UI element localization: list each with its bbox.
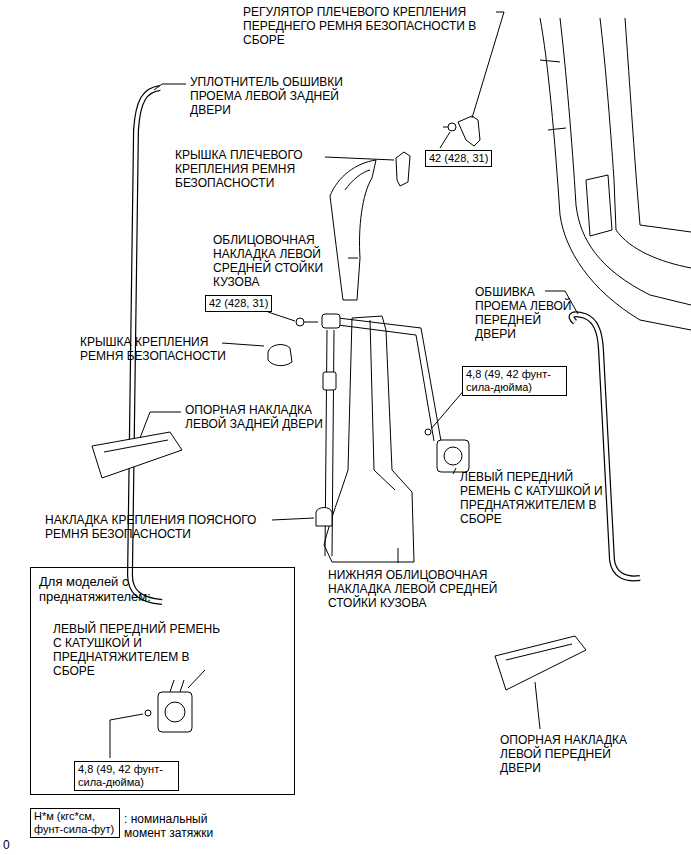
part-label: НИЖНЯЯ ОБЛИЦОВОЧНАЯ НАКЛАДКА ЛЕВОЙ СРЕДН… [328, 568, 523, 610]
leader-line [535, 682, 540, 729]
cover-part [268, 345, 292, 366]
figure-number: 0 [3, 838, 23, 852]
pillar-trim [330, 160, 376, 300]
bolt [145, 710, 151, 716]
inset-heading: Для моделей с преднатяжителем: [39, 574, 209, 604]
part-label: ЛЕВЫЙ ПЕРЕДНИЙ РЕМЕНЬ С КАТУШКОЙ И ПРЕДН… [53, 622, 231, 678]
part-label: РЕГУЛЯТОР ПЛЕЧЕВОГО КРЕПЛЕНИЯ ПЕРЕДНЕГО … [243, 5, 488, 47]
belt-anchor [322, 314, 340, 328]
retractor [437, 440, 469, 472]
leader-line [348, 258, 358, 259]
bolt [296, 318, 304, 326]
body-line [625, 18, 691, 232]
scuff-plate [495, 636, 586, 690]
part-label: КРЫШКА КРЕПЛЕНИЯ РЕМНЯ БЕЗОПАСНОСТИ [80, 335, 245, 363]
part-label: УПЛОТНИТЕЛЬ ОБШИВКИ ПРОЕМА ЛЕВОЙ ЗАДНЕЙ … [190, 75, 360, 117]
leader-line [140, 412, 181, 438]
retractor [444, 447, 462, 465]
body-line [600, 18, 691, 268]
inset-box: Для моделей с преднатяжителем: ЛЕВЫЙ ПЕРЕ… [30, 567, 295, 795]
body-line [540, 18, 691, 330]
part-label: ЛЕВЫЙ ПЕРЕДНИЙ РЕМЕНЬ С КАТУШКОЙ И ПРЕДН… [460, 470, 620, 526]
part-label: КРЫШКА ПЛЕЧЕВОГО КРЕПЛЕНИЯ РЕМНЯ БЕЗОПАС… [175, 148, 320, 190]
leader-line [431, 388, 466, 429]
torque-box: 4,8 (49, 42 фунт-сила-дюйма) [74, 761, 179, 791]
legend-note: : номинальный момент затяжки [124, 812, 244, 840]
torque-value: 42 (428, 31) [209, 297, 268, 310]
torque-box: 42 (428, 31) [425, 150, 492, 167]
leader-line [272, 518, 314, 520]
body-line [540, 60, 566, 130]
torque-value: 42 (428, 31) [429, 152, 488, 165]
torque-value: 4,8 (49, 42 фунт-сила-дюйма) [466, 368, 563, 394]
leader-line [154, 84, 186, 90]
part-label: ОБШИВКА ПРОЕМА ЛЕВОЙ ПЕРЕДНЕЙ ДВЕРИ [475, 285, 575, 341]
bolt [425, 429, 431, 435]
bolt [443, 127, 448, 128]
scuff-plate [92, 432, 182, 478]
leader-line [110, 714, 143, 758]
leader-line [398, 548, 399, 563]
pillar-trim [345, 170, 370, 190]
torque-box: 42 (428, 31) [205, 295, 272, 312]
bolt [448, 123, 456, 131]
pillar-trim [370, 320, 395, 490]
cover-part [396, 152, 410, 186]
scuff-plate [506, 644, 572, 660]
leader-line [325, 157, 394, 160]
adjuster-part [458, 116, 480, 146]
torque-value: 4,8 (49, 42 фунт-сила-дюйма) [78, 763, 175, 789]
part-label: ОБЛИЦОВОЧНАЯ НАКЛАДКА ЛЕВОЙ СРЕДНЕЙ СТОЙ… [213, 233, 343, 289]
legend-box: Н*м (кгс*см, фунт-сила-фут) [30, 808, 120, 838]
body-bracket [586, 175, 612, 236]
belt-webbing [170, 680, 184, 692]
retractor [158, 692, 192, 732]
leader-line [472, 12, 504, 118]
leader-line [222, 343, 264, 346]
leader-line [440, 132, 450, 148]
part-label: ОПОРНАЯ НАКЛАДКА ЛЕВОЙ ЗАДНЕЙ ДВЕРИ [185, 403, 330, 431]
leader-line [453, 468, 456, 474]
belt-webbing [338, 318, 441, 441]
bolt [304, 322, 318, 323]
torque-box: 4,8 (49, 42 фунт-сила-дюйма) [462, 366, 567, 396]
leader-line [188, 670, 205, 688]
pillar-trim [324, 316, 414, 562]
belt-tongue [323, 372, 336, 390]
weatherstrip [572, 314, 640, 578]
leader-line [268, 312, 295, 321]
retractor [165, 702, 185, 722]
body-line [560, 18, 691, 305]
part-label: НАКЛАДКА КРЕПЛЕНИЯ ПОЯСНОГО РЕМНЯ БЕЗОПА… [45, 513, 285, 541]
torque-value: Н*м (кгс*см, фунт-сила-фут) [34, 810, 116, 836]
weatherstrip [572, 314, 640, 578]
cover-part [316, 508, 332, 527]
scuff-plate [104, 440, 168, 452]
part-label: ОПОРНАЯ НАКЛАДКА ЛЕВОЙ ПЕРЕДНЕЙ ДВЕРИ [500, 733, 645, 775]
